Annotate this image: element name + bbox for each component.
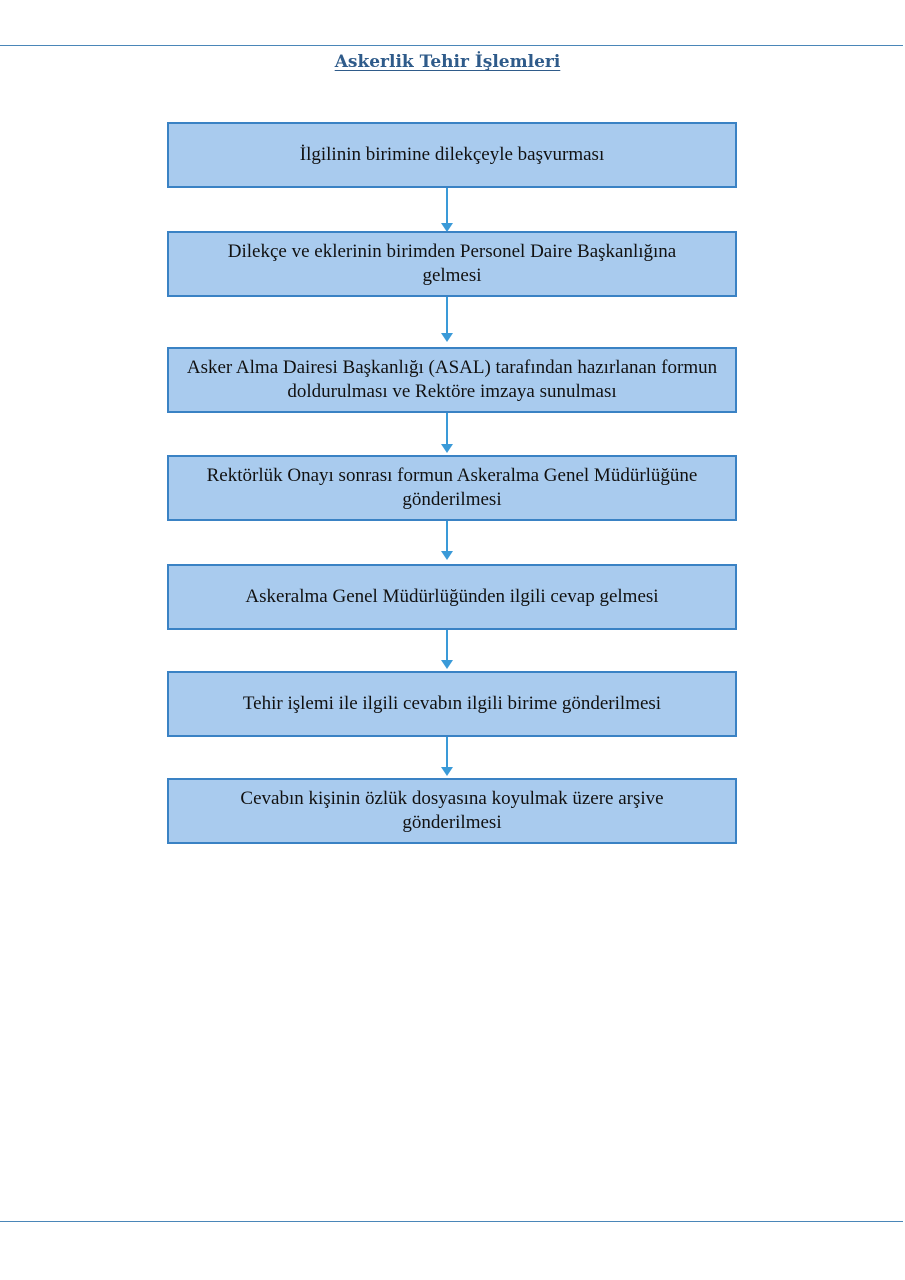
page-title: Askerlik Tehir İşlemleri bbox=[334, 52, 561, 72]
header-rule bbox=[0, 45, 903, 46]
arrowhead-5-6 bbox=[441, 660, 453, 669]
flow-step-5: Askeralma Genel Müdürlüğünden ilgili cev… bbox=[167, 564, 737, 630]
connector-5-6 bbox=[446, 630, 448, 661]
arrowhead-6-7 bbox=[441, 767, 453, 776]
connector-4-5 bbox=[446, 521, 448, 552]
flow-step-2-text: Dilekçe ve eklerinin birimden Personel D… bbox=[227, 241, 677, 286]
connector-3-4 bbox=[446, 413, 448, 445]
flow-step-4-text: Rektörlük Onayı sonrası formun Askeralma… bbox=[206, 465, 698, 510]
connector-2-3 bbox=[446, 297, 448, 334]
flow-step-4: Rektörlük Onayı sonrası formun Askeralma… bbox=[167, 455, 737, 521]
footer-rule bbox=[0, 1221, 903, 1222]
arrowhead-3-4 bbox=[441, 444, 453, 453]
flow-step-1-text: İlgilinin birimine dilekçeyle başvurması bbox=[299, 144, 605, 165]
flow-step-6-text: Tehir işlemi ile ilgili cevabın ilgili b… bbox=[242, 693, 662, 714]
flow-step-1: İlgilinin birimine dilekçeyle başvurması bbox=[167, 122, 737, 188]
flow-step-5-text: Askeralma Genel Müdürlüğünden ilgili cev… bbox=[245, 586, 659, 607]
arrowhead-2-3 bbox=[441, 333, 453, 342]
flow-step-3: Asker Alma Dairesi Başkanlığı (ASAL) tar… bbox=[167, 347, 737, 413]
connector-6-7 bbox=[446, 737, 448, 768]
arrowhead-1-2 bbox=[441, 223, 453, 232]
arrowhead-4-5 bbox=[441, 551, 453, 560]
flow-step-7: Cevabın kişinin özlük dosyasına koyulmak… bbox=[167, 778, 737, 844]
flow-step-7-text: Cevabın kişinin özlük dosyasına koyulmak… bbox=[240, 788, 664, 833]
flow-step-6: Tehir işlemi ile ilgili cevabın ilgili b… bbox=[167, 671, 737, 737]
connector-1-2 bbox=[446, 188, 448, 224]
flow-step-2: Dilekçe ve eklerinin birimden Personel D… bbox=[167, 231, 737, 297]
flow-step-3-text: Asker Alma Dairesi Başkanlığı (ASAL) tar… bbox=[186, 357, 718, 402]
